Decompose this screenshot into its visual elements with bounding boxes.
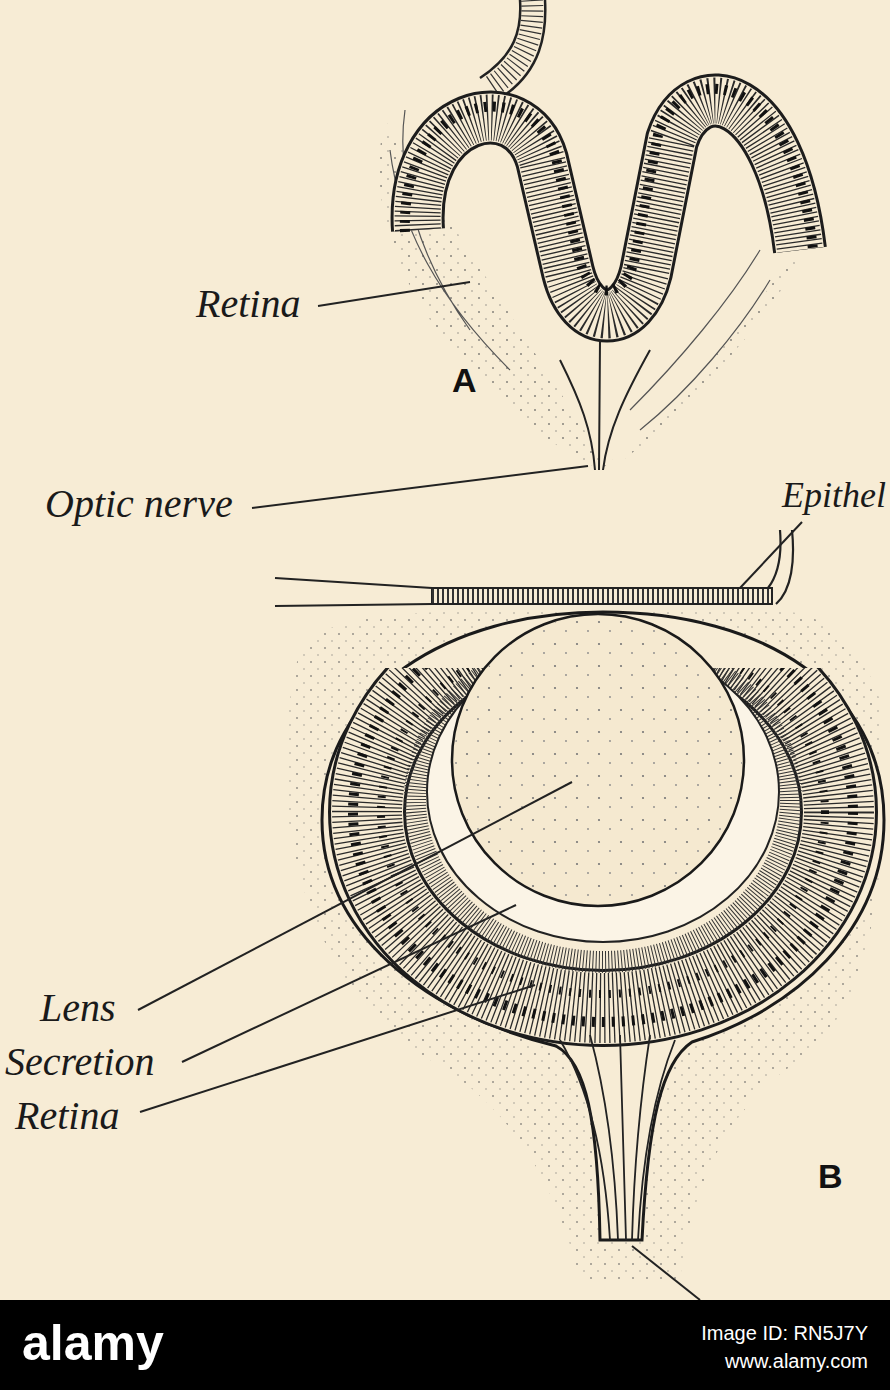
part-label: Lens: [40, 986, 116, 1030]
lens: [452, 614, 744, 906]
figure-letter: A: [452, 362, 477, 399]
lens-stipple: [454, 616, 742, 904]
retina-border: [367, 668, 839, 1008]
optic-cup-nuclei: [405, 89, 813, 291]
part-label: Retina: [15, 1094, 119, 1138]
part-label: Retina: [196, 282, 300, 326]
part-label: Epithel: [782, 476, 886, 516]
figure-b: [138, 530, 884, 1300]
watermark-bar: [0, 1300, 890, 1390]
ectoderm-tube: [480, 0, 545, 95]
leader-line: [182, 905, 516, 1062]
leader-line: [140, 985, 535, 1112]
ectoderm-tube-cells: [492, 0, 532, 86]
figure-a: [252, 0, 813, 588]
epithelium: [432, 588, 772, 604]
epithelium-line: [275, 530, 793, 606]
optic-nerve-a: [560, 340, 650, 470]
watermark: www.alamy.com: [725, 1350, 868, 1372]
optic-cup-fill: [418, 100, 800, 315]
part-label: Secretion: [5, 1040, 155, 1084]
retina-cells: [367, 668, 839, 1008]
watermark: Image ID: RN5J7Y: [701, 1322, 868, 1344]
leader-line: [318, 282, 470, 306]
retina-fill: [367, 668, 839, 1008]
leader-line: [632, 1246, 700, 1300]
optic-nerve-b: [560, 1035, 675, 1240]
epithelium-cells: [432, 589, 772, 603]
watermark: alamy: [22, 1316, 164, 1371]
optic-cup-cells: [418, 100, 800, 315]
optic-cup-outline: [418, 100, 800, 315]
eyeball-outline: [322, 612, 884, 1240]
retina-nuclei: [353, 668, 853, 1022]
leader-line: [252, 466, 588, 508]
leader-line: [138, 782, 572, 1010]
part-label: Optic nerve: [45, 482, 233, 526]
figure-letter: B: [818, 1158, 843, 1195]
